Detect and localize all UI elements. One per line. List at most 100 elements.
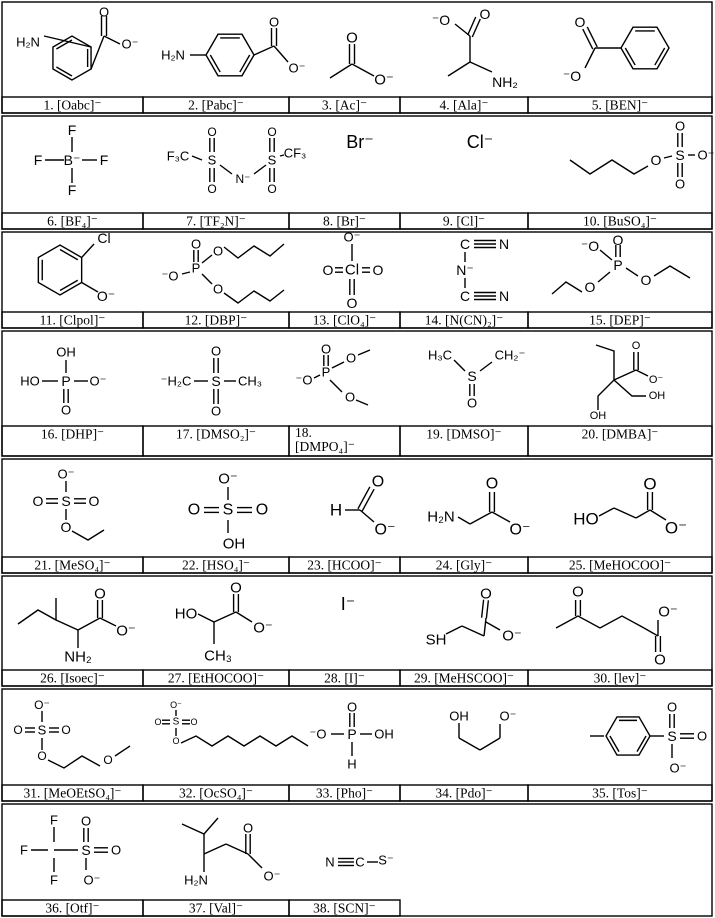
atom-label-o: O [188,502,200,519]
atom-label-o2: O⁻ [122,37,139,52]
atom-label-s: S [675,147,684,163]
anion-caption: 8. [Br]⁻ [323,214,366,229]
atom-label-o: O [667,700,677,715]
atom-label-nm: N⁻ [456,262,474,278]
atom-label-o: O [372,474,384,491]
atom-label-o: O [613,232,624,248]
atom-label-o: O [61,519,72,535]
atom-label-o: O [103,753,112,767]
atom-label-ho: HO [175,606,198,623]
atom-label-cl: Cl [97,230,110,246]
atom-label-p: P [192,261,201,276]
atom-label-o: O [345,390,355,405]
anion-caption: 7. [TF₂N]⁻ [186,214,246,229]
atom-label-om: ⁻O [581,238,599,254]
atom-label-o: O [256,502,268,519]
atom-label-o: O [486,476,498,493]
atom-label-nh2: NH₂ [492,74,518,90]
atom-label-o: O [632,340,641,352]
anion-caption: 12. [DBP]⁻ [185,313,248,328]
atom-label-n: N [499,236,509,252]
atom-label-o2: ⁻O [432,12,450,28]
atom-label-o: O [81,814,91,829]
atom-label-o: O [61,403,71,418]
atom-label-c: C [460,288,470,304]
atom-label-s: S [467,368,476,384]
table-row-frame [1,458,713,574]
atom-label-o: O [211,404,221,419]
atom-label-o: O [211,344,221,359]
atom-label-n: N [499,288,509,304]
atom-label-oh: OH [449,709,469,724]
anion-caption: 20. [DMBA]⁻ [582,427,659,442]
caption-box [527,556,713,574]
atom-label-s: S [268,153,277,168]
atom-label-om: O⁻ [502,628,522,645]
atom-label-nh2: NH₂ [64,649,92,666]
atom-label-o: O [172,736,179,746]
atom-label-o: O [33,493,44,509]
anion-caption: 33. [Pho]⁻ [316,786,373,801]
anion-cell-br: Br⁻ 8. [Br]⁻ [288,132,401,230]
atom-label-o: O [675,177,685,192]
atom-label-s: S [38,723,47,738]
anion-caption: 11. [Clpol]⁻ [40,313,106,328]
atom-label-o: O [651,152,662,168]
atom-label-p: P [61,373,70,389]
atom-label-c: C [355,855,364,870]
atom-label-om: O⁻ [344,230,361,245]
caption-box [288,899,401,917]
atom-label-o: O [94,586,106,603]
anion-caption: 23. [HCOO]⁻ [307,558,382,573]
atom-label-f: F [34,152,43,168]
atom-label-om: O⁻ [264,869,281,884]
atom-label-ch3: CH₃ [204,648,232,665]
bromide-ion: Br⁻ [346,132,374,152]
anion-cell-pdo: OH O⁻ 34. [Pdo]⁻ [399,709,529,802]
atom-label-h2n: H₂N [427,509,455,526]
atom-label-o: O [480,586,492,603]
anion-caption: 34. [Pdo]⁻ [435,786,492,801]
atom-label-o: O [213,244,223,259]
atom-label-om: O⁻ [90,374,107,389]
atom-label-o: O [347,700,357,715]
atom-label-f: F [100,152,109,168]
atom-label-oh: OH [374,727,394,742]
atom-label-s: S [667,728,676,744]
atom-label-ho: HO [573,510,599,529]
atom-label-om: O⁻ [84,873,101,888]
atom-label-om: O⁻ [116,623,136,640]
anion-cell-lev: OOO⁻30. [lev]⁻ [527,584,713,687]
atom-label-om: O⁻ [698,148,715,163]
atom-label-o2: O⁻ [374,72,394,89]
atom-label-om: O⁻ [500,709,517,724]
anion-caption: 29. [MeHSCOO]⁻ [414,671,514,686]
atom-label-om: O⁻ [170,700,182,710]
atom-label-om: O⁻ [34,698,50,712]
anion-caption: 17. [DMSO₂]⁻ [176,427,256,442]
atom-label-o: O [321,342,331,357]
anion-caption: 5. [BEN]⁻ [592,98,649,113]
atom-label-o: O [190,717,197,727]
atom-label-f: F [68,182,77,198]
anion-caption: 32. [OcSO₄]⁻ [179,786,253,801]
anion-caption: 16. [DHP]⁻ [41,427,104,442]
atom-label-o1: O [480,6,491,22]
atom-label-o: O [89,493,100,509]
atom-label-om: O⁻ [253,620,273,637]
